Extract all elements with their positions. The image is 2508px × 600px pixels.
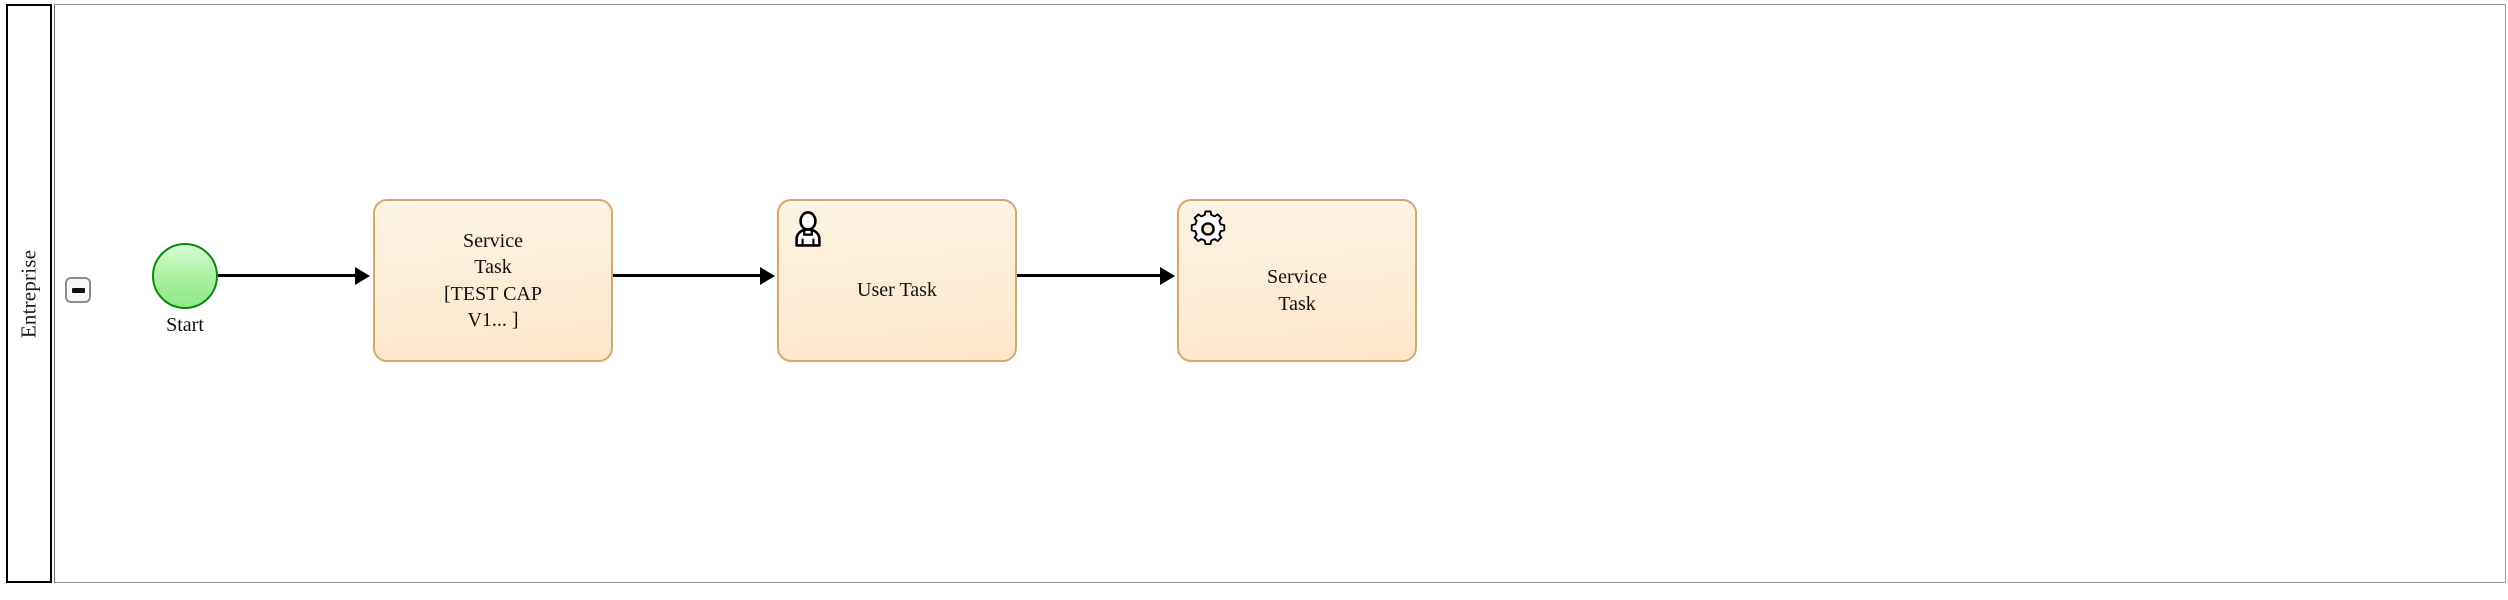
lane-header[interactable]: Entreprise <box>6 4 52 583</box>
task-service[interactable]: Service Task <box>1177 199 1417 362</box>
minus-icon <box>71 287 85 293</box>
task-service-test-cap[interactable]: Service Task [TEST CAP V1... ] <box>373 199 613 362</box>
task-label: User Task <box>857 279 937 302</box>
task-label: Service Task [TEST CAP V1... ] <box>444 229 542 331</box>
sequence-flow-1[interactable] <box>218 274 355 277</box>
sequence-flow-3[interactable] <box>1017 274 1160 277</box>
task-user[interactable]: User Task <box>777 199 1017 362</box>
lane-label: Entreprise <box>16 249 41 338</box>
sequence-flow-2[interactable] <box>613 274 760 277</box>
start-event-label: Start <box>166 314 204 336</box>
sequence-flow-1-arrowhead-icon <box>355 266 370 285</box>
start-event[interactable] <box>152 243 218 309</box>
task-label: Service Task <box>1267 266 1327 315</box>
lane-collapse-button[interactable] <box>65 277 91 303</box>
sequence-flow-3-arrowhead-icon <box>1160 266 1175 285</box>
sequence-flow-2-arrowhead-icon <box>760 266 775 285</box>
